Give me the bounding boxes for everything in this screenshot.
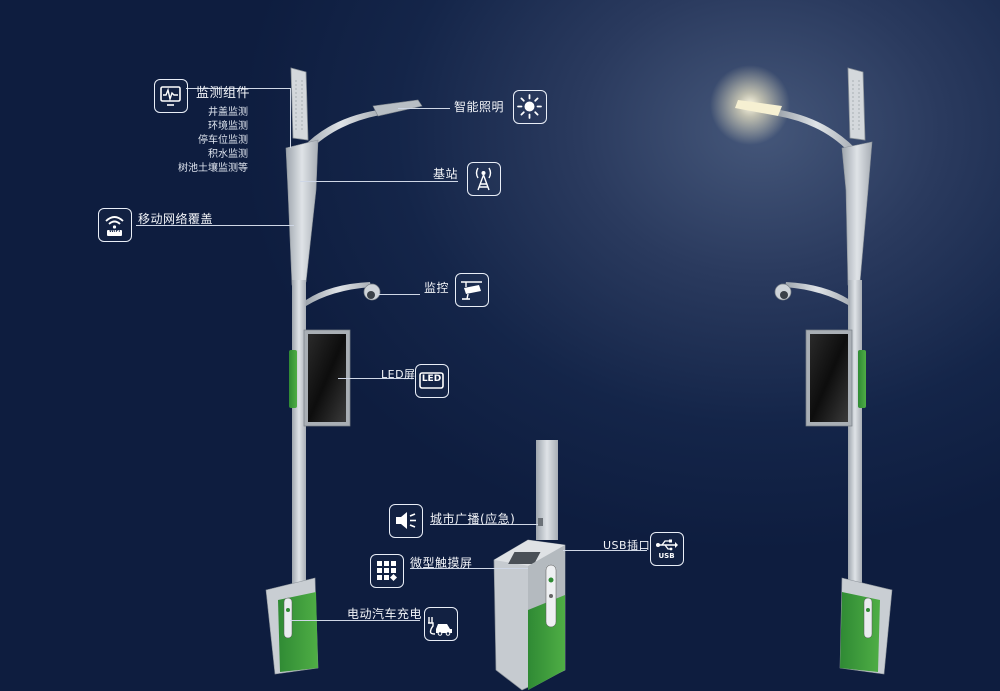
left-pole <box>265 67 423 675</box>
usb-icon-box: USB <box>650 532 684 566</box>
monitoring-item: 环境监测 <box>208 121 248 132</box>
leader-line-led <box>338 378 414 379</box>
monitoring-title: 监测组件 <box>196 86 251 101</box>
lighting-label: 智能照明 <box>454 100 505 114</box>
usb-badge-text: USB <box>658 552 675 560</box>
leader-line-broadcast <box>430 524 538 525</box>
wifi-icon <box>105 216 124 236</box>
monitoring-icon-box <box>154 79 188 113</box>
monitoring-item: 树池土壤监测等 <box>178 163 248 174</box>
base-station-icon-box <box>467 162 501 196</box>
led-badge-text: LED <box>421 374 442 384</box>
leader-line-surveillance <box>378 294 420 295</box>
leader-line-usb <box>563 550 647 551</box>
leader-line-wifi <box>136 225 294 226</box>
monitor-waveform-icon <box>160 86 181 106</box>
surveillance-icon-box <box>455 273 489 307</box>
speaker-icon <box>396 512 416 529</box>
monitoring-item: 井盖监测 <box>208 107 248 118</box>
wifi-badge-text: WiFi <box>108 229 121 234</box>
wifi-icon-box: WiFi <box>98 208 132 242</box>
ev-charging-label: 电动汽车充电 <box>347 607 423 621</box>
broadcast-label: 城市广播(应急) <box>430 512 516 526</box>
leader-line-monitoring-down <box>290 88 291 148</box>
center-base-closeup <box>493 440 566 691</box>
camera-icon <box>461 281 482 300</box>
usb-icon <box>656 539 678 551</box>
touch-screen-label: 微型触摸屏 <box>410 556 473 570</box>
sun-icon <box>517 94 542 119</box>
wifi-label: 移动网络覆盖 <box>138 212 214 226</box>
monitoring-item: 停车位监测 <box>198 135 248 146</box>
electric-car-icon <box>428 617 452 636</box>
keypad-icon <box>377 561 397 581</box>
touch-screen-icon-box <box>370 554 404 588</box>
lighting-icon-box <box>513 90 547 124</box>
led-icon <box>419 372 444 389</box>
leader-line-touch <box>410 568 528 569</box>
base-station-label: 基站 <box>433 167 459 181</box>
right-pole <box>710 65 893 675</box>
led-label: LED屏 <box>381 368 416 381</box>
led-icon-box: LED <box>415 364 449 398</box>
surveillance-label: 监控 <box>424 281 450 295</box>
antenna-tower-icon <box>475 167 492 191</box>
ev-charging-icon-box <box>424 607 458 641</box>
monitoring-item: 积水监测 <box>208 149 248 160</box>
leader-line-monitoring <box>186 88 291 89</box>
leader-line-base-station <box>300 181 458 182</box>
broadcast-icon-box <box>389 504 423 538</box>
usb-label: USB插口 <box>603 539 651 552</box>
leader-line-ev <box>290 620 420 621</box>
leader-line-lighting <box>398 108 450 109</box>
